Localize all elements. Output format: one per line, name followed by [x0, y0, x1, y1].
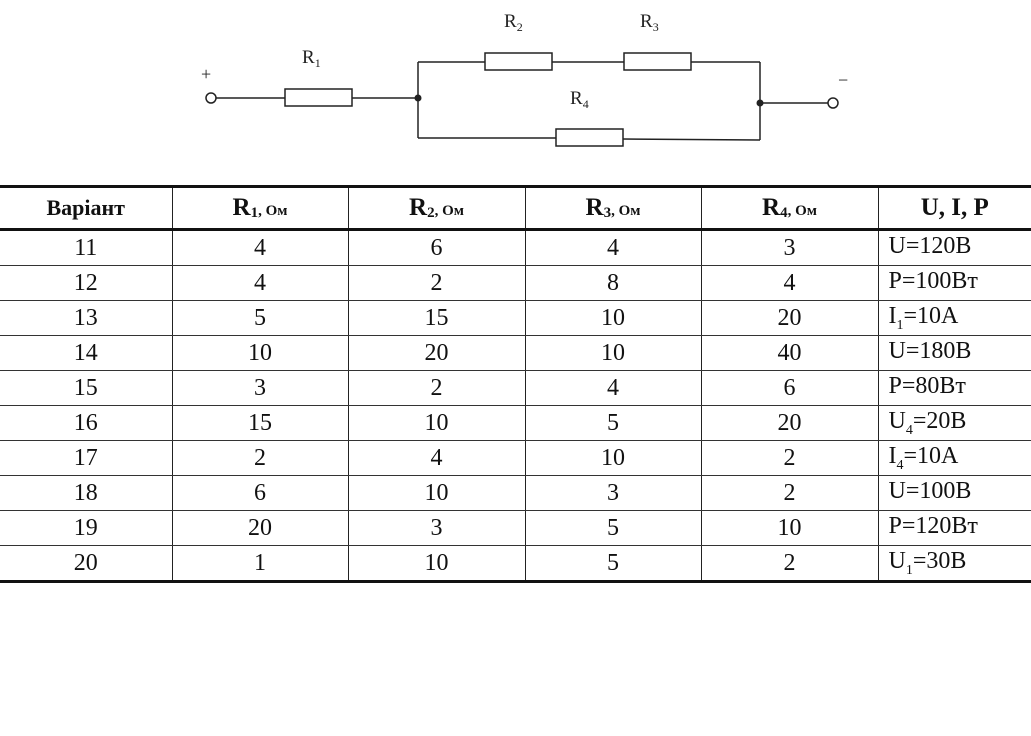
cell-r2: 15: [347, 300, 525, 336]
cell-r3: 4: [524, 229, 701, 266]
cell-r1: 20: [171, 510, 348, 546]
label-r4: R4: [570, 88, 589, 111]
cell-r3: 4: [524, 370, 701, 406]
cell-r4: 20: [700, 405, 878, 441]
cell-given: U1=30В: [877, 545, 1031, 582]
cell-variant: 13: [0, 300, 172, 336]
cell-r2: 3: [347, 510, 525, 546]
cell-given: I1=10А: [877, 300, 1031, 336]
cell-r3: 5: [524, 510, 701, 546]
cell-r2: 10: [347, 545, 525, 582]
cell-r2: 2: [347, 265, 525, 301]
cell-r4: 10: [700, 510, 878, 546]
header-row: Варіант R1, Ом R2, Ом R3, Ом R4, Ом U, I…: [0, 186, 1031, 231]
cell-given: I4=10А: [877, 440, 1031, 476]
cell-given: P=120Вт: [877, 510, 1031, 546]
variants-table: Варіант R1, Ом R2, Ом R3, Ом R4, Ом U, I…: [0, 185, 1031, 583]
table-row: 20 1 10 5 2 U1=30В: [0, 545, 1031, 582]
minus-terminal: [827, 97, 839, 109]
resistor-r4: [555, 128, 624, 147]
label-r1: R1: [302, 47, 321, 70]
table-row: 11 4 6 4 3 U=120В: [0, 229, 1031, 266]
cell-variant: 14: [0, 335, 172, 371]
cell-variant: 18: [0, 475, 172, 511]
cell-variant: 19: [0, 510, 172, 546]
table-row: 13 5 15 10 20 I1=10А: [0, 300, 1031, 336]
plus-sign: +: [201, 64, 211, 84]
cell-r4: 3: [700, 229, 878, 266]
cell-r2: 6: [347, 229, 525, 266]
cell-r4: 40: [700, 335, 878, 371]
cell-r4: 20: [700, 300, 878, 336]
header-variant: Варіант: [0, 186, 172, 231]
cell-given: U=120В: [877, 229, 1031, 266]
header-r2: R2, Ом: [347, 186, 525, 231]
cell-r4: 4: [700, 265, 878, 301]
cell-r3: 10: [524, 440, 701, 476]
cell-r1: 2: [171, 440, 348, 476]
cell-r4: 2: [700, 545, 878, 582]
table-row: 19 20 3 5 10 P=120Вт: [0, 510, 1031, 546]
label-r2: R2: [504, 11, 523, 34]
cell-given: U4=20В: [877, 405, 1031, 441]
resistor-r2: [484, 52, 553, 71]
cell-r1: 10: [171, 335, 348, 371]
resistor-r1: [284, 88, 353, 107]
header-r4: R4, Ом: [700, 186, 878, 231]
minus-sign: −: [838, 70, 848, 90]
cell-given: U=100В: [877, 475, 1031, 511]
cell-r4: 2: [700, 475, 878, 511]
table-row: 17 2 4 10 2 I4=10А: [0, 440, 1031, 476]
cell-r3: 8: [524, 265, 701, 301]
cell-r3: 5: [524, 405, 701, 441]
node-left: [414, 94, 422, 102]
cell-r3: 10: [524, 335, 701, 371]
cell-r1: 1: [171, 545, 348, 582]
cell-r4: 6: [700, 370, 878, 406]
cell-r2: 4: [347, 440, 525, 476]
cell-r2: 10: [347, 405, 525, 441]
header-r3: R3, Ом: [524, 186, 701, 231]
cell-variant: 16: [0, 405, 172, 441]
cell-r3: 5: [524, 545, 701, 582]
cell-r1: 5: [171, 300, 348, 336]
cell-r2: 10: [347, 475, 525, 511]
cell-variant: 12: [0, 265, 172, 301]
wire-bottom-b: [622, 138, 761, 141]
cell-r2: 2: [347, 370, 525, 406]
cell-r1: 15: [171, 405, 348, 441]
cell-r2: 20: [347, 335, 525, 371]
cell-r4: 2: [700, 440, 878, 476]
table-row: 14 10 20 10 40 U=180В: [0, 335, 1031, 371]
label-r3: R3: [640, 11, 659, 34]
cell-variant: 15: [0, 370, 172, 406]
cell-r1: 6: [171, 475, 348, 511]
cell-r1: 3: [171, 370, 348, 406]
cell-r1: 4: [171, 229, 348, 266]
header-given: U, I, P: [877, 186, 1031, 231]
table-row: 16 15 10 5 20 U4=20В: [0, 405, 1031, 441]
cell-given: P=80Вт: [877, 370, 1031, 406]
cell-r3: 10: [524, 300, 701, 336]
cell-variant: 20: [73, 549, 98, 576]
resistor-r3: [623, 52, 692, 71]
circuit-diagram: + − R1 R2 R3 R4: [201, 11, 848, 147]
cell-r3: 3: [524, 475, 701, 511]
cell-variant: 11: [0, 229, 172, 266]
node-right: [756, 99, 764, 107]
cell-given: U=180В: [877, 335, 1031, 371]
plus-terminal: [205, 92, 217, 104]
table-row: 12 4 2 8 4 P=100Вт: [0, 265, 1031, 301]
cell-given: P=100Вт: [877, 265, 1031, 301]
header-r1: R1, Ом: [171, 186, 348, 231]
cell-r1: 4: [171, 265, 348, 301]
table-row: 15 3 2 4 6 P=80Вт: [0, 370, 1031, 406]
cell-variant: 17: [0, 440, 172, 476]
table-row: 18 6 10 3 2 U=100В: [0, 475, 1031, 511]
